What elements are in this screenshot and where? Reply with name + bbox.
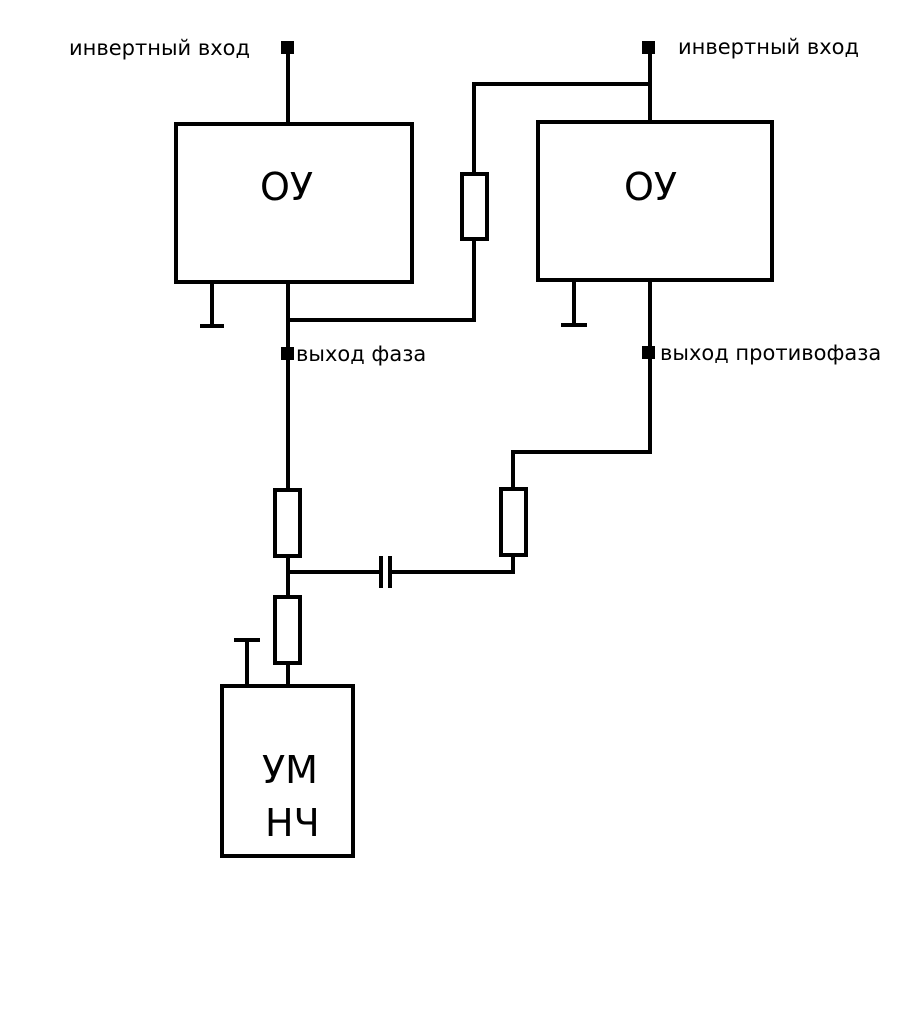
amplifier-input-resistor: [273, 595, 302, 665]
opamp-right-label: ОУ: [624, 165, 677, 209]
amplifier-label-line2: НЧ: [265, 801, 320, 845]
output-phase-terminal: [281, 347, 294, 360]
input-right-label: инвертный вход: [678, 35, 859, 59]
opamp-right-block: [536, 120, 774, 282]
opamp-left-label: ОУ: [260, 165, 313, 209]
opamp-left-block: [174, 122, 414, 284]
input-right-terminal: [642, 41, 655, 54]
output-antiphase-label: выход противофаза: [660, 341, 881, 365]
amplifier-label-line1: УМ: [262, 748, 318, 792]
antiphase-resistor: [499, 487, 528, 557]
antiphase-output-wire: [390, 278, 652, 574]
output-antiphase-terminal: [642, 346, 655, 359]
input-left-label: инвертный вход: [69, 36, 250, 60]
input-left-terminal: [281, 41, 294, 54]
output-phase-label: выход фаза: [296, 342, 426, 366]
phase-resistor: [273, 488, 302, 558]
feedback-resistor: [460, 172, 489, 241]
amplifier-block: [220, 684, 355, 858]
